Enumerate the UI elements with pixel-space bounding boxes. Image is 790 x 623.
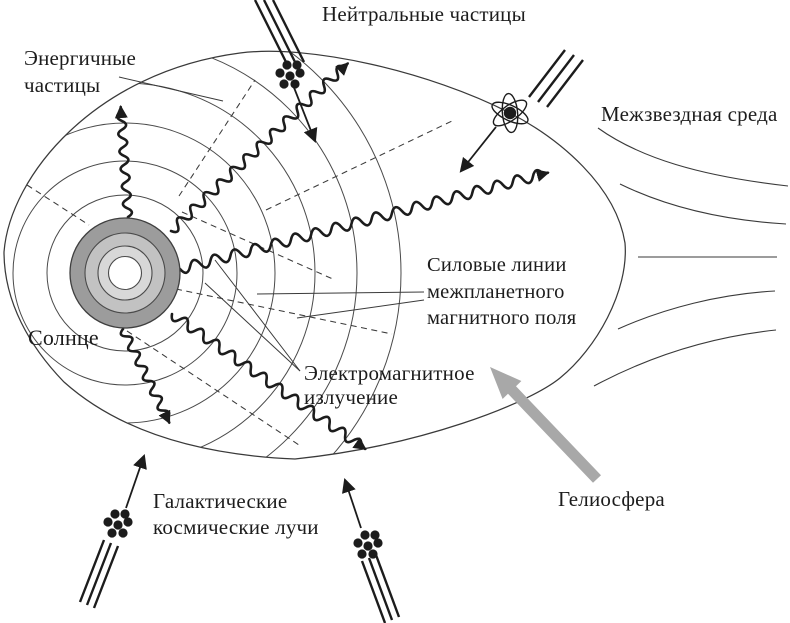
label-line: магнитного поля [427, 307, 577, 329]
label-line: излучение [304, 385, 398, 409]
label-line: Силовые линии [427, 254, 567, 276]
interstellar-medium-label: Межзвездная среда [601, 102, 778, 126]
label-line: Электромагнитное [304, 361, 475, 385]
cosmic-ray-bottom-left [78, 453, 147, 609]
energetic-particles-label: Энергичные частицы [24, 45, 136, 99]
heliosphere-arrow [490, 367, 601, 483]
cosmic-ray-top [253, 0, 318, 144]
dashed-rays [26, 79, 453, 446]
sun-symbol [69, 217, 181, 329]
neutral-particles-label: Нейтральные частицы [322, 2, 526, 26]
interstellar-flow-lines [593, 127, 789, 387]
label-line: космические лучи [153, 515, 319, 539]
heliosphere-boundary [3, 50, 626, 460]
cosmic-ray-bottom-center [342, 477, 401, 623]
magnetic-field-lines-label: Силовые линии межпланетного магнитного п… [427, 252, 576, 332]
em-radiation-label: Электромагнитное излучение [304, 361, 475, 409]
heliosphere-label: Гелиосфера [558, 487, 665, 511]
em-radiation-waves [114, 62, 550, 451]
galactic-cosmic-rays-label: Галактические космические лучи [153, 488, 319, 540]
label-line: Галактические [153, 489, 288, 513]
sun-label: Солнце [28, 325, 99, 350]
label-line: частицы [24, 73, 101, 97]
label-line: Энергичные [24, 46, 137, 70]
neutral-atom-icon [459, 49, 584, 173]
label-line: межпланетного [427, 280, 565, 303]
label-pointer-lines [118, 76, 425, 372]
